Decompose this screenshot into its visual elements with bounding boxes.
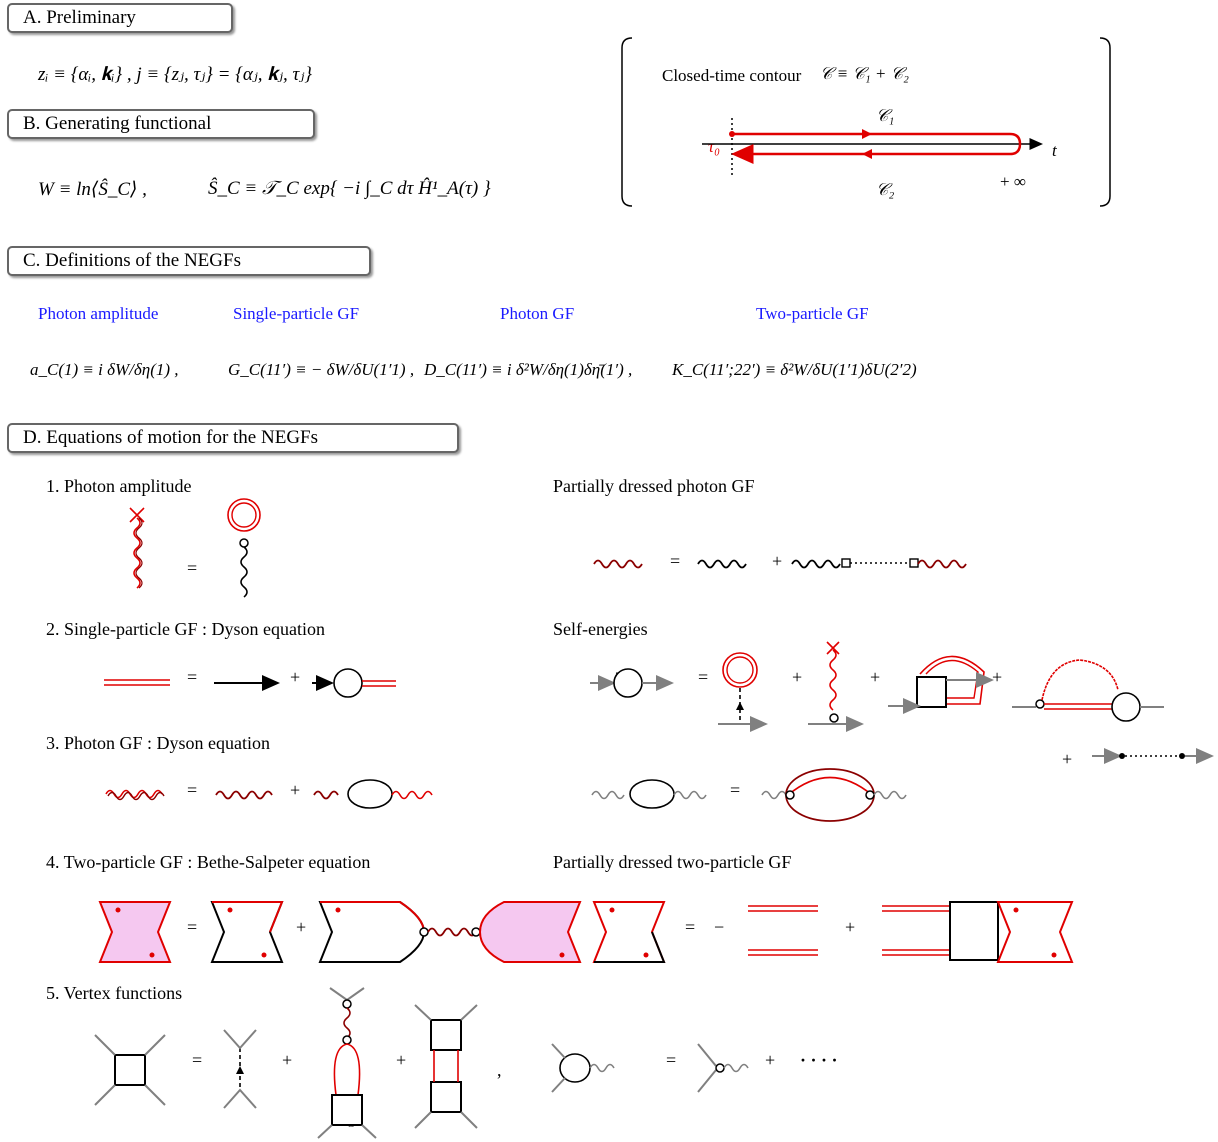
self-energy-lambda-circle: [1111, 692, 1141, 722]
bse-chain-right: [478, 901, 582, 963]
self-energy-hartree-loop: [722, 652, 758, 688]
def-label-two-particle-gf: Two-particle GF: [756, 304, 869, 323]
op-eq-r1: =: [670, 551, 681, 571]
contour-bracket-right: [1099, 37, 1111, 207]
contour-formula: 𝒞 ≡ 𝒞₁ + 𝒞₂: [820, 64, 909, 83]
op-eq-r5: =: [666, 1050, 677, 1070]
eom-item-5: 5. Vertex functions: [46, 983, 183, 1003]
contour-c1-label: 𝒞₁: [876, 106, 895, 125]
self-energy-gamma-arc: [919, 655, 985, 705]
def-label-photon-amplitude: Photon amplitude: [38, 304, 159, 323]
op-plus-r2d: +: [1062, 749, 1073, 769]
op-plus-3: +: [290, 780, 301, 800]
dyson-sigma-circle: [333, 668, 363, 698]
section-b-header: B. Generating functional: [7, 109, 315, 139]
op-plus-r5: +: [765, 1050, 776, 1070]
op-plus-r2b: +: [870, 667, 881, 687]
dressed-photon-bare: [697, 559, 747, 569]
def-label-single-gf: Single-particle GF: [233, 304, 360, 323]
op-minus-r4: −: [714, 917, 725, 937]
vertex-gamma-box: [114, 1054, 146, 1086]
dressed-photon-lhs: [593, 559, 643, 569]
op-dots-r5: · · · ·: [800, 1050, 838, 1070]
dressed-2p-lhs: [592, 901, 666, 963]
op-eq-4: =: [187, 917, 198, 937]
op-plus-2: +: [290, 667, 301, 687]
def-formula-photon-amplitude: a_C(1) ≡ i δW/δη(1) ,: [30, 360, 179, 379]
section-c-header: C. Definitions of the NEGFs: [7, 246, 371, 276]
op-eq-r4: =: [685, 917, 696, 937]
eom-item-1: 1. Photon amplitude: [46, 476, 192, 496]
dressed-2p-i-box: [949, 901, 999, 961]
op-plus-r4: +: [845, 917, 856, 937]
op-plus-5a: +: [282, 1050, 293, 1070]
eq-generating-s: Ŝ_C ≡ 𝒯_C exp{ −i ∫_C dτ Ĥ¹_A(τ) }: [208, 178, 491, 199]
photon-amplitude-loop: [227, 498, 261, 532]
contour-c2-arrow: [862, 149, 872, 159]
dressed-photon-chain: [791, 559, 841, 569]
op-plus-5b: +: [396, 1050, 407, 1070]
eom-right-4: Partially dressed two-particle GF: [553, 852, 792, 872]
op-plus-r2a: +: [792, 667, 803, 687]
contour-c2-label: 𝒞₂: [876, 180, 895, 199]
op-eq-r2: =: [698, 667, 709, 687]
op-plus-4: +: [296, 917, 307, 937]
contour-path: [731, 132, 1022, 164]
photon-amplitude-lhs: [129, 507, 145, 589]
bse-bare-shape: [210, 901, 284, 963]
vertex-gamma-loop: [333, 1043, 361, 1096]
eq-generating-w: W ≡ ln⟨Ŝ_C⟩ ,: [38, 179, 147, 200]
photon-dyson-bare: [215, 790, 273, 800]
bse-chain-left: [318, 901, 426, 963]
contour-bracket-left: [621, 37, 633, 207]
self-energy-lambda-photon: [1041, 659, 1119, 701]
contour-t-label: t: [1052, 141, 1057, 160]
contour-c1-arrow: [862, 129, 872, 139]
def-formula-single-gf: G_C(11′) ≡ − δW/δU(1′1) ,: [228, 360, 415, 379]
section-a-header: A. Preliminary: [7, 3, 233, 33]
op-plus-r2c: +: [992, 667, 1003, 687]
photon-dyson-pi-circle: [347, 779, 393, 809]
op-eq-5: =: [192, 1050, 203, 1070]
op-eq-r3: =: [730, 780, 741, 800]
contour-tau0-dot: [729, 131, 735, 137]
self-energy-gamma-box: [916, 676, 947, 708]
eq-preliminary: zᵢ ≡ {αᵢ, 𝐤ᵢ} , j ≡ {zⱼ, τⱼ} = {αⱼ, 𝐤ⱼ, …: [38, 64, 312, 85]
op-eq-3: =: [187, 780, 198, 800]
bse-lhs-shape: [98, 901, 172, 963]
self-energy-sigma-circle: [613, 668, 643, 698]
op-eq-2: =: [187, 667, 198, 687]
op-eq-1: =: [187, 558, 198, 578]
def-formula-photon-gf: D_C(11′) ≡ i δ²W/δη(1)δη̄(1′) ,: [424, 360, 633, 379]
op-plus-r1: +: [772, 551, 783, 571]
eom-item-2: 2. Single-particle GF : Dyson equation: [46, 619, 325, 639]
eom-item-3: 3. Photon GF : Dyson equation: [46, 733, 271, 753]
contour-infinity-label: + ∞: [1000, 172, 1026, 191]
section-d-header: D. Equations of motion for the NEGFs: [7, 423, 459, 453]
eom-right-1: Partially dressed photon GF: [553, 476, 755, 496]
contour-title: Closed-time contour: [662, 66, 802, 85]
eom-item-4: 4. Two-particle GF : Bethe-Salpeter equa…: [46, 852, 371, 872]
def-formula-two-particle-gf: K_C(11′;22′) ≡ δ²W/δU(1′1)δU(2′2): [672, 360, 917, 379]
polarization-pi-circle: [629, 779, 675, 809]
op-comma-5: ,: [497, 1060, 502, 1080]
eom-right-2: Self-energies: [553, 619, 648, 639]
contour-tau0-label: τ₀: [708, 137, 720, 156]
self-energy-photon-tadpole: [826, 641, 840, 711]
def-label-photon-gf: Photon GF: [500, 304, 575, 323]
